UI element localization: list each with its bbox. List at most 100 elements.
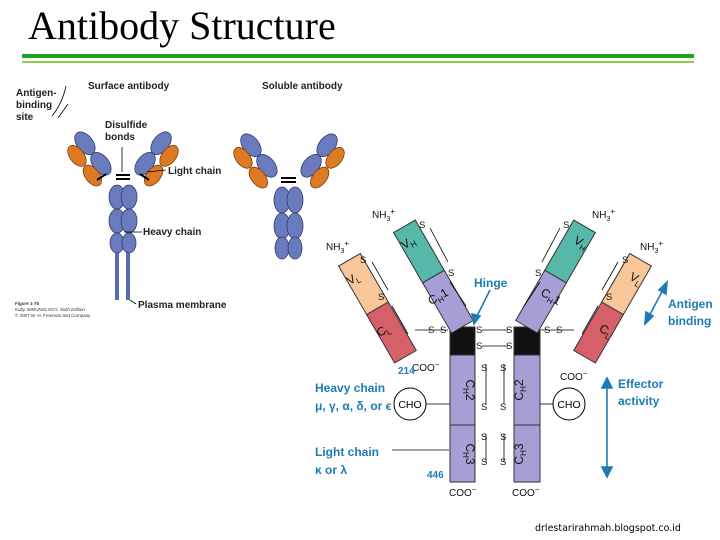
light-chain-label-upper: Light chain (168, 166, 221, 177)
s-vh-left-2: S (448, 268, 454, 279)
surface-antibody-figure (51, 85, 252, 305)
s-vh-right-1: S (563, 220, 569, 231)
cho-left: CHO (393, 387, 450, 421)
title-rule-light (22, 61, 694, 63)
figure-credit-1: Figure 1-7b (15, 301, 40, 306)
footer-credit: drlestarirahmah.blogspot.co.id (535, 523, 681, 534)
hinge-label: Hinge (474, 276, 508, 290)
vh-domain-left (392, 219, 445, 284)
nh3-label-vl-left: NH3+ (326, 239, 349, 255)
right-fab-arm (134, 131, 179, 187)
soluble-antibody-figure (233, 133, 345, 260)
cl-label-right: CL (596, 321, 616, 342)
surface-antibody-heading: Surface antibody (88, 81, 170, 92)
right-heavy-arm (515, 219, 597, 334)
antigen-binding-label-1: Antigen (668, 297, 713, 311)
s-hinge-4: S (506, 341, 512, 352)
antigen-site-label-2: binding (16, 100, 52, 111)
coo-label-heavy-right: COO− (512, 485, 540, 499)
vh-domain-right (544, 219, 597, 284)
s-vl-left-1: S (360, 255, 366, 266)
nh3-label-vh-left: NH3+ (372, 207, 395, 223)
soluble-right-arm (300, 133, 345, 189)
soluble-left-arm (233, 133, 278, 189)
right-light-chain (573, 252, 653, 364)
nh3-label-vh-right: NH3+ (592, 207, 615, 223)
s-hinge-1: S (476, 325, 482, 336)
coo-label-light-right: COO− (560, 369, 588, 383)
left-light-chain (337, 252, 417, 364)
ch2-label-right: CH2 (512, 379, 528, 400)
s-vh-right-2: S (535, 268, 541, 279)
s-ch3-left-bot: S (481, 457, 487, 468)
left-fab-arm (67, 131, 112, 187)
figure-credit-2: Kuby IMMUNOLOGY, Sixth Edition (15, 307, 85, 312)
antigen-site-label-3: site (16, 112, 34, 123)
s-hl-right-1: S (544, 325, 550, 336)
antigen-binding-arrow (647, 287, 665, 319)
s-ch3-left-top: S (481, 432, 487, 443)
lower-leader-lines (392, 397, 449, 451)
figure-credit-3: © 2007 W. H. Freeman and Company (15, 312, 91, 318)
effector-label-2: activity (618, 394, 660, 408)
ch3-domain-right (513, 424, 541, 483)
disulfide-bond-marks (96, 173, 150, 181)
vl-domain-right (601, 252, 653, 316)
s-vl-right-1: S (622, 255, 628, 266)
heavy-chain-stem (108, 184, 138, 254)
soluble-disulfide-marks (281, 177, 296, 183)
heavy-chain-types: μ, γ, α, δ, or ϵ (315, 399, 392, 413)
cho-label-left: CHO (398, 399, 421, 411)
left-heavy-arm (392, 219, 474, 334)
plasma-membrane-bilayer (52, 264, 252, 298)
vl-domain-left (337, 252, 389, 316)
antigen-binding-label-2: binding (668, 314, 711, 328)
s-ch2-right-bot: S (500, 402, 506, 413)
residue-446-label: 446 (427, 470, 444, 481)
s-hl-left-1: S (428, 325, 434, 336)
s-ch2-left-bot: S (481, 402, 487, 413)
s-vh-left-1: S (419, 220, 425, 231)
s-ch3-right-top: S (500, 432, 506, 443)
title-rule (22, 54, 694, 58)
light-chain-types: κ or λ (315, 463, 347, 477)
s-vl-right-2: S (606, 292, 612, 303)
ch3-domain-left (449, 424, 476, 483)
ch3-label-left: CH3 (461, 443, 477, 464)
intrachain-disulfide-loops (371, 227, 619, 462)
light-chain-label-lower: Light chain (315, 445, 379, 459)
cho-right: CHO (540, 387, 586, 421)
s-hinge-2: S (506, 325, 512, 336)
s-ch2-left-top: S (481, 363, 487, 374)
residue-214-label: 214 (398, 366, 415, 377)
slide-title: Antibody Structure (28, 3, 336, 48)
s-hinge-3: S (476, 341, 482, 352)
blue-arrows (470, 279, 668, 479)
membrane-anchor (126, 250, 130, 300)
ch3-label-right: CH3 (512, 443, 528, 464)
antibody-schematic: VH CH1 VH CH1 VL CL VL CL CH2 CH3 CH2 CH… (310, 205, 720, 505)
s-vl-left-2: S (378, 292, 384, 303)
s-ch3-right-bot: S (500, 457, 506, 468)
soluble-antibody-heading: Soluble antibody (262, 81, 343, 92)
cho-label-right: CHO (557, 399, 580, 411)
upper-leader-lines (51, 85, 167, 305)
membrane-anchor (115, 250, 119, 300)
ch2-label-left: CH2 (461, 379, 477, 400)
fc-region (449, 326, 541, 483)
coo-label-heavy-left: COO− (449, 485, 477, 499)
nh3-label-vl-right: NH3+ (640, 239, 663, 255)
s-hl-left-2: S (440, 325, 446, 336)
effector-label-1: Effector (618, 377, 664, 391)
soluble-heavy-stem (273, 186, 304, 260)
plasma-membrane-label: Plasma membrane (138, 300, 227, 311)
disulfide-label-2: bonds (105, 132, 135, 143)
heavy-chain-label-lower: Heavy chain (315, 381, 385, 395)
antigen-site-label-1: Antigen- (16, 88, 57, 99)
coo-label-light-left: COO− (412, 360, 440, 374)
disulfide-label-1: Disulfide (105, 120, 148, 131)
s-ch2-right-top: S (500, 363, 506, 374)
s-hl-right-2: S (556, 325, 562, 336)
heavy-chain-label-upper: Heavy chain (143, 227, 201, 238)
